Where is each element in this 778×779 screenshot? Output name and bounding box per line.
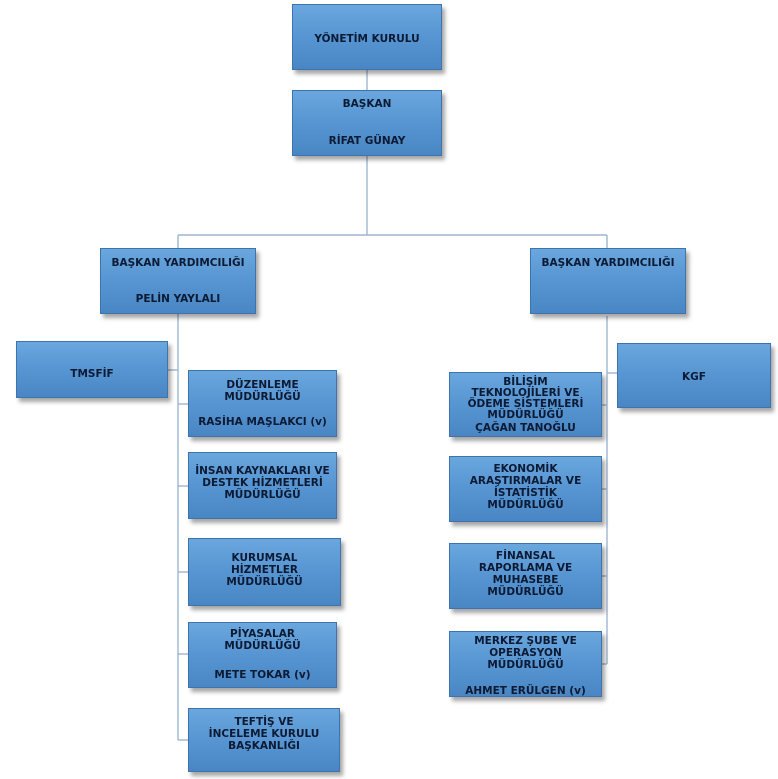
vp-left-name: PELİN YAYLALI [135,293,221,305]
tmsfif-label: TMSFİF [70,368,114,380]
unit-insan-kaynaklari: İNSAN KAYNAKLARI VE DESTEK HİZMETLERİ MÜ… [188,452,337,519]
unit-title: PİYASALAR MÜDÜRLÜĞÜ [224,628,301,652]
vp-right-title: BAŞKAN YARDIMCILIĞI [541,257,675,269]
unit-person-name: METE TOKAR (v) [214,669,311,681]
unit-title: İNSAN KAYNAKLARI VE DESTEK HİZMETLERİ MÜ… [195,465,330,501]
unit-teftis: TEFTİŞ VE İNCELEME KURULU BAŞKANLIĞI [188,708,340,772]
president-title: BAŞKAN [342,98,392,110]
unit-person-name: RASİHA MAŞLAKCI (v) [198,416,327,428]
unit-person-name: AHMET ERÜLGEN (v) [465,685,586,697]
kgf-box: KGF [617,343,771,408]
unit-finansal: FİNANSAL RAPORLAMA VE MUHASEBE MÜDÜRLÜĞÜ [449,543,602,609]
vp-right-box: BAŞKAN YARDIMCILIĞI [530,248,686,314]
board-box: YÖNETİM KURULU [292,4,442,70]
unit-title: MERKEZ ŞUBE VE OPERASYON MÜDÜRLÜĞÜ [474,635,577,671]
unit-title: FİNANSAL RAPORLAMA VE MUHASEBE MÜDÜRLÜĞÜ [478,550,573,598]
tmsfif-box: TMSFİF [16,341,168,398]
kgf-label: KGF [682,371,706,383]
president-name: RİFAT GÜNAY [328,135,406,147]
president-box: BAŞKAN RİFAT GÜNAY [292,90,442,156]
unit-kurumsal-hizmetler: KURUMSAL HİZMETLER MÜDÜRLÜĞÜ [188,538,341,606]
unit-duzenleme: DÜZENLEME MÜDÜRLÜĞÜ RASİHA MAŞLAKCI (v) [188,370,337,437]
vp-left-box: BAŞKAN YARDIMCILIĞI PELİN YAYLALI [100,248,256,314]
unit-bilisim: BİLİŞİM TEKNOLOJİLERİ VE ÖDEME SİSTEMLER… [449,372,602,437]
unit-ekonomik: EKONOMİK ARAŞTIRMALAR VE İSTATİSTİK MÜDÜ… [449,456,602,522]
unit-title: KURUMSAL HİZMETLER MÜDÜRLÜĞÜ [226,552,303,588]
unit-title: BİLİŞİM TEKNOLOJİLERİ VE ÖDEME SİSTEMLER… [467,376,584,421]
unit-merkez-sube: MERKEZ ŞUBE VE OPERASYON MÜDÜRLÜĞÜ AHMET… [449,631,602,697]
unit-piyasalar: PİYASALAR MÜDÜRLÜĞÜ METE TOKAR (v) [188,622,337,688]
unit-title: TEFTİŞ VE İNCELEME KURULU BAŞKANLIĞI [208,716,320,752]
unit-person-name: ÇAĞAN TANOĞLU [475,422,576,434]
vp-left-title: BAŞKAN YARDIMCILIĞI [111,257,245,269]
board-label: YÖNETİM KURULU [314,33,420,45]
unit-title: DÜZENLEME MÜDÜRLÜĞÜ [224,379,301,403]
unit-title: EKONOMİK ARAŞTIRMALAR VE İSTATİSTİK MÜDÜ… [469,463,582,511]
